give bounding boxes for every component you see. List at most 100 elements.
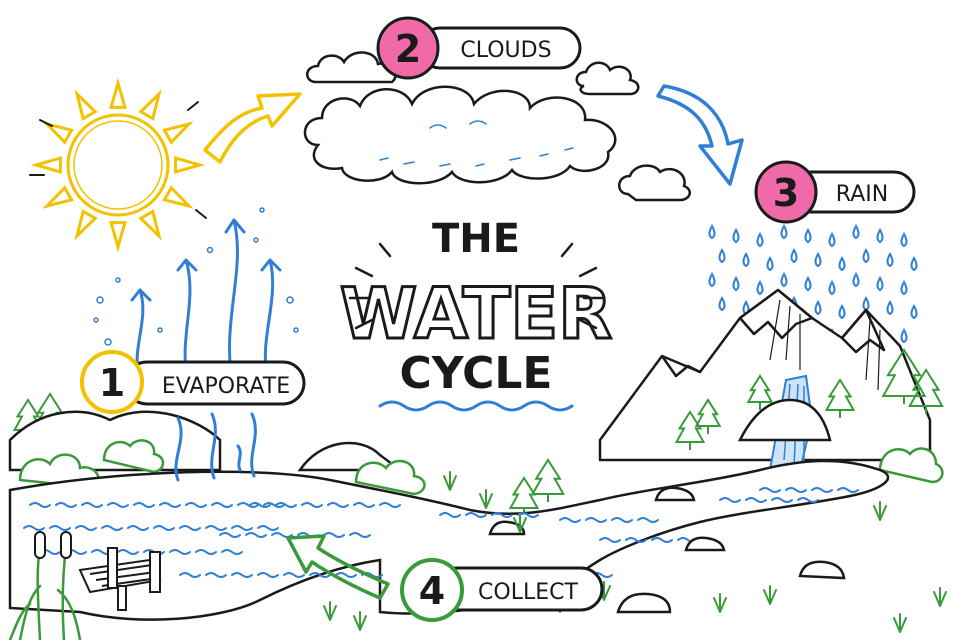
cloud-icon (303, 51, 692, 202)
sun-ray (30, 156, 62, 174)
raindrop-icon (886, 251, 894, 268)
wave-line (439, 512, 461, 518)
rock-icon (488, 486, 846, 614)
raindrop-icon (900, 279, 908, 296)
wave-line (379, 502, 401, 508)
step-4-badge: 4 COLLECT (400, 558, 604, 622)
wave-line (23, 525, 45, 531)
step-3-number: 3 (773, 171, 799, 215)
wave-line (101, 525, 123, 531)
wave-line (257, 572, 279, 578)
raindrop-icon (766, 255, 774, 272)
step-1-badge: 1 EVAPORATE (80, 350, 306, 414)
wave-line (221, 549, 243, 555)
waterfall-icon (737, 374, 832, 471)
grass-tuft (323, 601, 337, 621)
wave-line (153, 525, 175, 531)
raindrop-icon (708, 271, 716, 288)
grass-tuft (479, 489, 493, 509)
wave-line (205, 525, 227, 531)
raindrop-icon (790, 247, 798, 264)
step-4-label: COLLECT (478, 580, 578, 605)
wave-line (179, 572, 201, 578)
step-4-number: 4 (419, 569, 445, 613)
wave-line (559, 517, 581, 523)
tree-icon (508, 476, 540, 516)
wave-line (353, 502, 375, 508)
wave-line (127, 525, 149, 531)
step-2-badge: 2 CLOUDS (376, 16, 582, 80)
wave-line (245, 532, 267, 538)
raindrop-icon (900, 231, 908, 248)
wave-line (323, 532, 345, 538)
raindrop-icon (838, 255, 846, 272)
tree-icon (674, 410, 706, 450)
raindrop-icon (718, 247, 726, 264)
raindrop-icon (804, 227, 812, 244)
sun-ray (138, 89, 162, 121)
wave-line (219, 532, 241, 538)
sun-ray (138, 209, 162, 241)
raindrop-icon (780, 223, 788, 240)
raindrop-icon (828, 231, 836, 248)
wave-line (81, 502, 103, 508)
wave-line (275, 502, 297, 508)
step-2-label: CLOUDS (460, 38, 551, 63)
wave-line (637, 517, 659, 523)
arrow-to-clouds (203, 92, 302, 164)
sun-ray (174, 156, 206, 174)
wave-line (133, 502, 155, 508)
arrow-to-rain (656, 84, 744, 186)
grass-tuft (933, 587, 947, 607)
raindrop-icon (876, 227, 884, 244)
raindrop-icon (852, 271, 860, 288)
wave-line (465, 512, 487, 518)
wave-line (759, 487, 781, 493)
step-3-badge: 3 RAIN (754, 160, 916, 224)
cattail-icon (8, 531, 82, 640)
wave-line (237, 502, 259, 508)
title-line-1: THE (432, 216, 520, 262)
step-1-number: 1 (99, 361, 125, 405)
raindrop-icon (900, 327, 908, 344)
raindrop-icon (838, 303, 846, 320)
raindrop-icon (756, 231, 764, 248)
tree-icon (908, 368, 944, 414)
dock-icon (78, 547, 162, 611)
wave-line (257, 525, 279, 531)
wave-line (349, 532, 371, 538)
sun-ray (74, 89, 98, 121)
wave-line (797, 497, 819, 503)
tree-icon (694, 398, 722, 434)
step-2-number: 2 (395, 27, 421, 71)
wave-line (159, 502, 181, 508)
wave-line (263, 502, 285, 508)
grass-tuft (893, 613, 907, 633)
raindrop-icon (732, 227, 740, 244)
raindrop-icon (732, 275, 740, 292)
wave-line (585, 517, 607, 523)
wave-line (745, 497, 767, 503)
wave-line (169, 549, 191, 555)
wave-line (811, 487, 833, 493)
title-line-3: CYCLE (400, 348, 553, 399)
wave-line (107, 502, 129, 508)
raindrop-icon (718, 295, 726, 312)
wave-line (29, 502, 51, 508)
raindrop-icon (756, 279, 764, 296)
wave-line (785, 487, 807, 493)
raindrop-icon (910, 255, 918, 272)
wave-line (195, 549, 217, 555)
raindrop-icon (828, 279, 836, 296)
title: THE WATER CYCLE (338, 216, 614, 412)
vapor-bubbles (93, 207, 299, 346)
grass-tuft (353, 611, 367, 631)
wave-line (75, 525, 97, 531)
wave-line (611, 517, 633, 523)
wave-line (599, 537, 621, 543)
raindrop-icon (814, 299, 822, 316)
grass-tufts (323, 471, 947, 633)
sun-ray (42, 121, 74, 145)
raindrop-icon (876, 275, 884, 292)
raindrop-icon (780, 271, 788, 288)
